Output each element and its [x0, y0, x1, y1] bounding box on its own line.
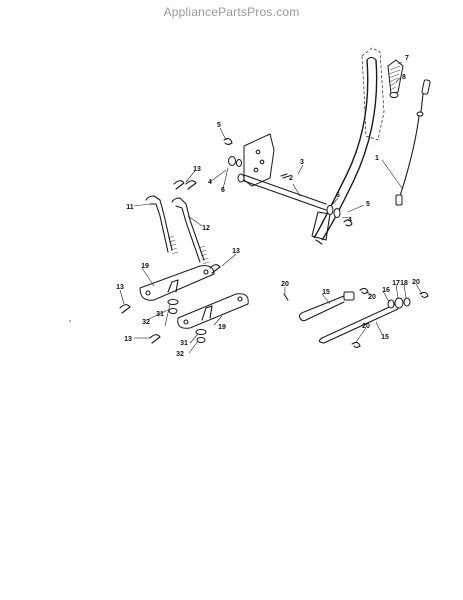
callout-31a: 31	[156, 311, 164, 318]
callout-20a: 20	[281, 281, 289, 288]
callout-16: 16	[382, 287, 390, 294]
callout-19b: 19	[218, 324, 226, 331]
callout-4a: 4	[208, 179, 212, 186]
mounting-plate	[243, 133, 275, 187]
callout-2: 2	[289, 175, 293, 182]
callout-31b: 31	[180, 340, 188, 347]
callout-5b: 5	[366, 201, 370, 208]
leader-lines	[119, 61, 423, 354]
callout-4b: 4	[348, 217, 352, 224]
control-rod	[395, 79, 431, 206]
callout-6a: 6	[221, 187, 225, 194]
callout-11: 11	[126, 204, 134, 211]
lift-link-12	[171, 197, 210, 265]
rod-hardware	[283, 287, 429, 349]
callout-5a: 5	[217, 122, 221, 129]
lift-handle	[313, 47, 385, 241]
lift-arm-lower	[177, 293, 249, 329]
callout-3: 3	[300, 159, 304, 166]
registration-dot	[69, 320, 71, 322]
rod-15-lower	[318, 303, 399, 344]
shaft-hardware-left	[223, 138, 242, 167]
callout-labels: 1 2 3 4 4 5 5 6 6 7 8 11 12 13 13 13 13 …	[116, 55, 420, 358]
callout-15a: 15	[322, 289, 330, 296]
callout-17: 17	[392, 280, 400, 287]
callout-32b: 32	[176, 351, 184, 358]
lift-arm-upper	[139, 265, 215, 301]
callout-20d: 20	[362, 323, 370, 330]
watermark: AppliancePartsPros.com	[163, 5, 300, 19]
callout-15b: 15	[381, 334, 389, 341]
callout-6b: 6	[336, 192, 340, 199]
callout-19a: 19	[141, 263, 149, 270]
rod-15-upper	[298, 291, 355, 322]
callout-13c: 13	[116, 284, 124, 291]
lift-link-11	[145, 195, 179, 255]
callout-12: 12	[202, 225, 210, 232]
callout-7: 7	[405, 55, 409, 62]
callout-18: 18	[400, 280, 408, 287]
washers-nuts	[167, 299, 207, 343]
handle-grip	[387, 59, 404, 98]
small-pin	[280, 173, 290, 179]
hairpin-clips-upper	[173, 180, 197, 190]
hairpin-clips-lower	[119, 264, 221, 344]
callout-32a: 32	[142, 319, 150, 326]
callout-8: 8	[402, 74, 406, 81]
callout-13b: 13	[232, 248, 240, 255]
shaft-hardware-right	[326, 205, 353, 227]
callout-20c: 20	[412, 279, 420, 286]
callout-13d: 13	[124, 336, 132, 343]
callout-1: 1	[375, 155, 379, 162]
callout-20b: 20	[368, 294, 376, 301]
callout-13a: 13	[193, 166, 201, 173]
